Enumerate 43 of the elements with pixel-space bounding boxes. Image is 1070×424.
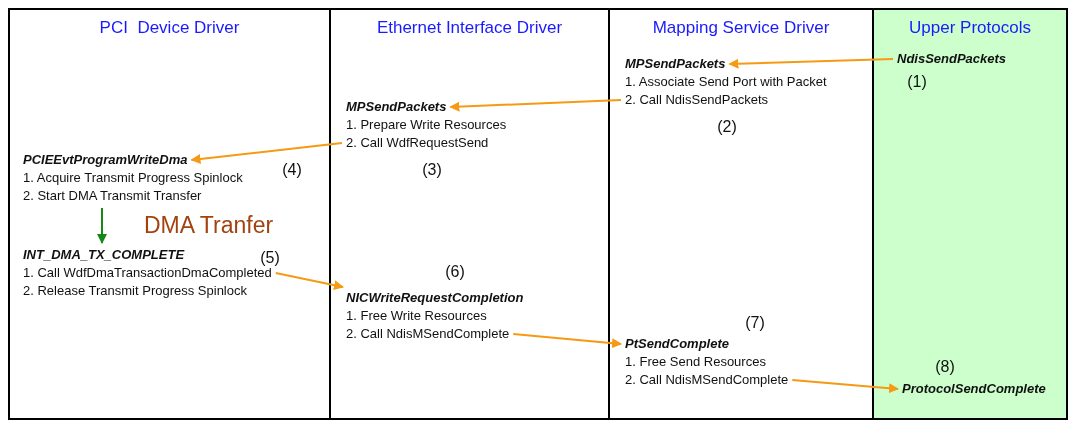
- function-name: INT_DMA_TX_COMPLETE: [23, 246, 185, 264]
- step-text: 2. Call NdisMSendComplete: [625, 371, 789, 389]
- step-text: 1. Associate Send Port with Packet: [625, 73, 827, 91]
- swimlane: [329, 8, 610, 420]
- arrow: [190, 142, 343, 164]
- lane-title: Upper Protocols: [908, 18, 1032, 38]
- arrow: [728, 58, 894, 69]
- arrow: [512, 333, 622, 349]
- lane-title: Mapping Service Driver: [651, 18, 831, 38]
- step-number: (7): [745, 314, 765, 332]
- lane-title: PCI Device Driver: [98, 18, 241, 38]
- swimlane: [8, 8, 331, 420]
- step-text: 2. Start DMA Transmit Transfer: [23, 187, 202, 205]
- swimlane: [872, 8, 1068, 420]
- step-number: (6): [445, 263, 465, 281]
- arrow: [449, 99, 622, 112]
- step-text: 1. Acquire Transmit Progress Spinlock: [23, 169, 243, 187]
- function-name: PtSendComplete: [625, 335, 729, 353]
- step-text: 1. Free Write Resources: [346, 307, 487, 325]
- step-number: (2): [717, 118, 737, 136]
- step-text: 1. Prepare Write Resources: [346, 116, 507, 134]
- step-text: 2. Call WdfRequestSend: [346, 134, 489, 152]
- step-number: (1): [907, 73, 927, 91]
- lane-title: Ethernet Interface Driver: [375, 18, 564, 38]
- step-number: (5): [260, 249, 280, 267]
- arrow: [791, 379, 899, 394]
- function-name: MPSendPackets: [346, 98, 447, 116]
- step-text: 1. Free Send Resources: [625, 353, 766, 371]
- step-number: (8): [935, 358, 955, 376]
- function-name: NICWriteRequestCompletion: [346, 289, 524, 307]
- step-text: 2. Call NdisMSendComplete: [346, 325, 510, 343]
- step-number: (3): [422, 161, 442, 179]
- swimlane: [608, 8, 874, 420]
- function-name: PCIEEvtProgramWriteDma: [23, 151, 188, 169]
- arrow: [97, 207, 107, 244]
- step-text: 2. Call NdisSendPackets: [625, 91, 769, 109]
- function-name: MPSendPackets: [625, 55, 726, 73]
- step-number: (4): [282, 161, 302, 179]
- function-name: NdisSendPackets: [897, 50, 1007, 68]
- step-text: 1. Call WdfDmaTransactionDmaCompleted: [23, 265, 272, 282]
- arrow: [274, 272, 344, 291]
- function-name: ProtocolSendComplete: [902, 380, 1046, 398]
- step-text: 2. Release Transmit Progress Spinlock: [23, 282, 247, 300]
